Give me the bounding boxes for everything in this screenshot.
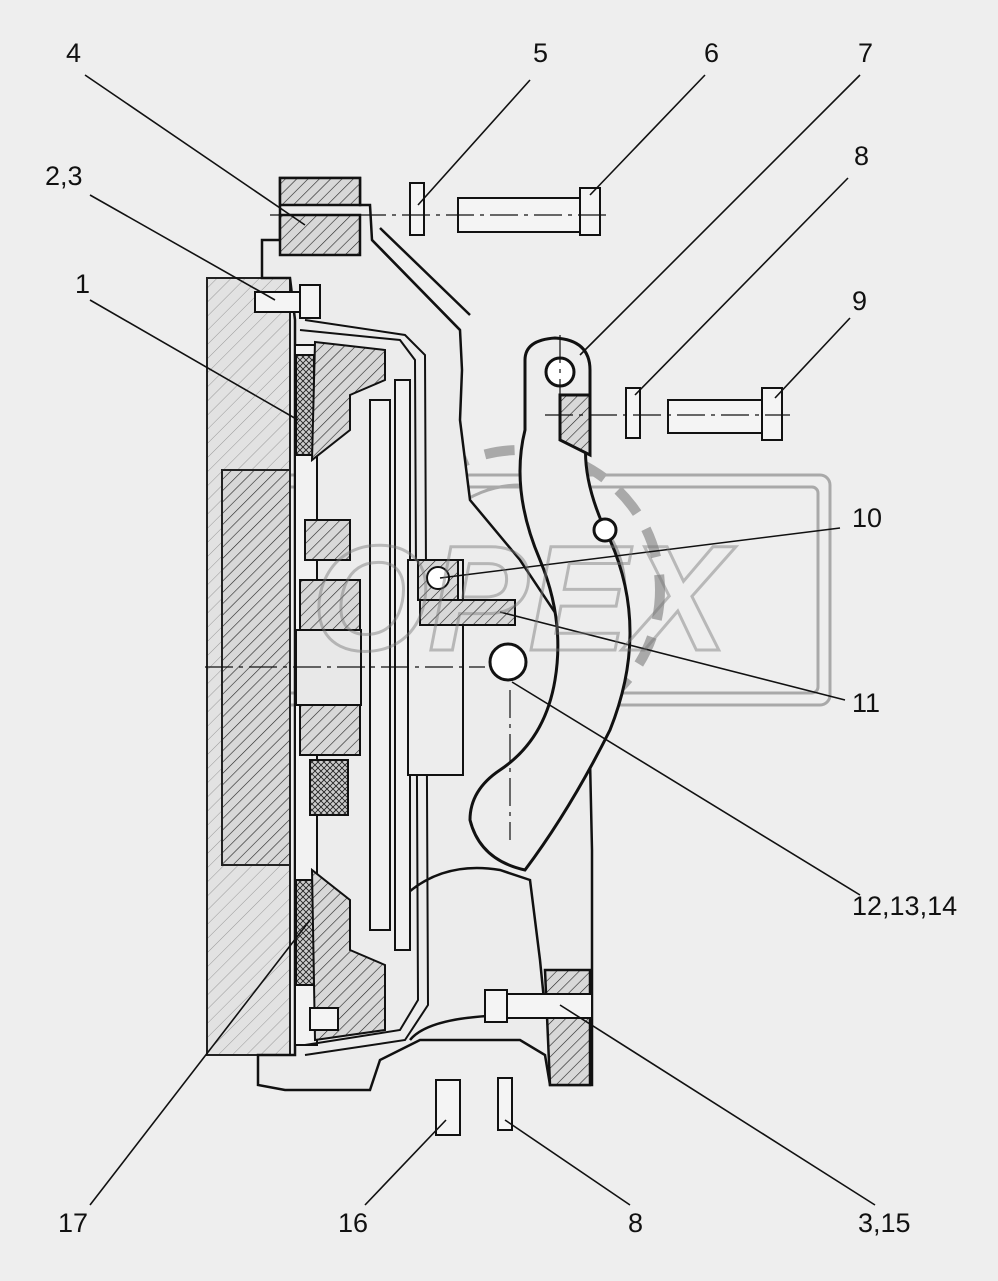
callout-6: 6 xyxy=(704,38,719,68)
callout-11: 11 xyxy=(852,688,880,718)
center-lines xyxy=(205,214,790,840)
release-fork xyxy=(468,336,632,872)
callout-8-bottom: 8 xyxy=(628,1208,643,1238)
callout-9: 9 xyxy=(852,286,867,316)
callout-5: 5 xyxy=(533,38,548,68)
callout-10: 10 xyxy=(852,503,882,533)
callout-2-3: 2,3 xyxy=(45,161,83,191)
bolt-part-bottom-left xyxy=(309,1007,339,1031)
washer-part-8-top xyxy=(625,387,641,439)
callout-16: 16 xyxy=(338,1208,368,1238)
callout-3-15: 3,15 xyxy=(858,1208,911,1238)
callout-7: 7 xyxy=(858,38,873,68)
bolt-part-9 xyxy=(667,387,783,441)
leader-lines xyxy=(84,74,876,1206)
callout-8-top: 8 xyxy=(854,141,869,171)
bolt-part-3-15 xyxy=(484,989,593,1023)
washer-part-8-bottom xyxy=(497,1077,513,1131)
bolt-part-6 xyxy=(457,187,601,236)
callout-12-13-14: 12,13,14 xyxy=(852,891,957,921)
callout-4: 4 xyxy=(66,38,81,68)
bolt-part-2-3 xyxy=(254,284,321,319)
callout-17: 17 xyxy=(58,1208,88,1238)
callout-1: 1 xyxy=(75,269,90,299)
watermark-text: OPEX xyxy=(312,514,737,682)
nut-part-16 xyxy=(435,1079,461,1136)
clutch-disk xyxy=(294,340,386,1046)
washer-part-5 xyxy=(409,182,425,236)
